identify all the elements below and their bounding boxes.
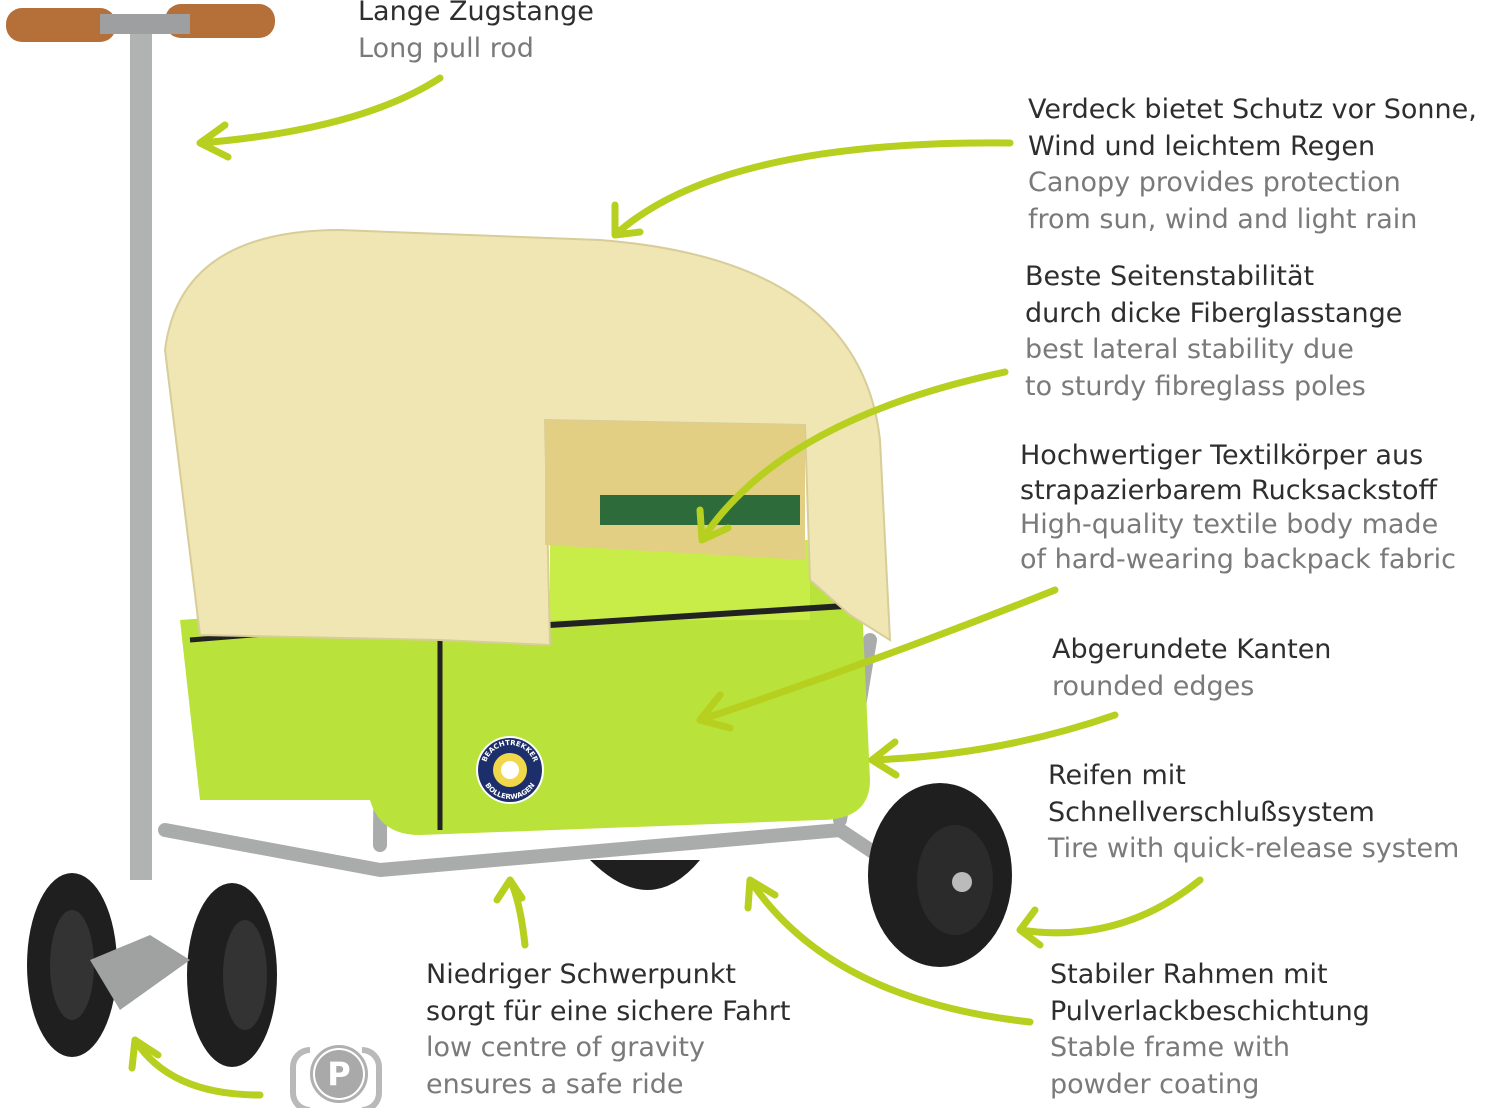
callout-english: of hard-wearing backpack fabric	[1020, 543, 1456, 575]
callout-german: sorgt für eine sichere Fahrt	[426, 995, 791, 1027]
arrow-quick-release	[1016, 876, 1204, 949]
arrow-textile-body	[696, 586, 1059, 732]
front-right-wheel	[187, 883, 277, 1067]
front-left-wheel	[27, 873, 117, 1057]
callout-german: Pulverlackbeschichtung	[1050, 995, 1370, 1027]
callout-german: Lange Zugstange	[358, 0, 594, 27]
callout-english: Long pull rod	[358, 32, 534, 64]
callout-textile-body: Hochwertiger Textilkörper aus strapazier…	[1020, 439, 1456, 577]
callout-english: low centre of gravity	[426, 1032, 705, 1063]
arrow-canopy	[611, 139, 1014, 239]
callout-english: from sun, wind and light rain	[1028, 203, 1418, 235]
callout-english: rounded edges	[1052, 670, 1255, 702]
callout-german: durch dicke Fiberglasstange	[1025, 297, 1403, 329]
arrow-frame	[744, 876, 1034, 1026]
callout-english: ensures a safe ride	[426, 1068, 684, 1100]
callout-rounded-edges: Abgerundete Kanten rounded edges	[1052, 632, 1331, 705]
callout-german: Wind und leichtem Regen	[1028, 130, 1376, 162]
beachtrekker-logo: BEACHTREKKER BOLLERWAGEN	[476, 736, 544, 804]
callout-pull-rod: Lange Zugstange Long pull rod	[358, 0, 594, 67]
callout-german: Beste Seitenstabilität	[1025, 261, 1315, 292]
callout-english: Canopy provides protection	[1028, 167, 1401, 198]
callout-german: Abgerundete Kanten	[1052, 634, 1332, 665]
callout-english: to sturdy fibreglass poles	[1025, 370, 1366, 402]
callout-english: Tire with quick-release system	[1048, 833, 1460, 864]
parking-symbol: P	[315, 1050, 363, 1098]
callout-fibreglass: Beste Seitenstabilität durch dicke Fiber…	[1025, 259, 1402, 405]
callout-english: best lateral stability due	[1025, 334, 1354, 365]
canopy	[163, 228, 892, 647]
callout-german: strapazierbarem Rucksackstoff	[1020, 474, 1438, 506]
callout-english: Stable frame with	[1050, 1032, 1291, 1063]
callout-german: Verdeck bietet Schutz vor Sonne,	[1028, 94, 1477, 125]
callout-frame: Stabiler Rahmen mit Pulverlackbeschichtu…	[1050, 957, 1370, 1103]
callout-german: Niedriger Schwerpunkt	[426, 959, 736, 990]
callout-center-of-gravity: Niedriger Schwerpunkt sorgt für eine sic…	[426, 957, 790, 1103]
callout-english: powder coating	[1050, 1068, 1260, 1100]
callout-german: Schnellverschlußsystem	[1048, 796, 1375, 828]
callout-german: Stabiler Rahmen mit	[1050, 959, 1328, 990]
callout-english: High-quality textile body made	[1020, 509, 1439, 540]
callout-german: Hochwertiger Textilkörper aus	[1020, 440, 1424, 471]
arrow-center-of-gravity	[493, 876, 529, 949]
steering-bracket	[90, 935, 190, 1010]
left-handle-grip	[6, 8, 116, 42]
callout-german: Reifen mit	[1048, 760, 1186, 791]
pull-rod	[6, 4, 275, 880]
rear-wheel-quick-release	[868, 783, 1012, 967]
arrow-brake	[128, 1036, 264, 1099]
rear-left-wheel	[590, 860, 700, 890]
callout-canopy: Verdeck bietet Schutz vor Sonne, Wind un…	[1028, 92, 1477, 238]
callout-quick-release: Reifen mit Schnellverschlußsystem Tire w…	[1048, 758, 1459, 868]
right-handle-grip	[165, 4, 275, 38]
arrow-rounded-edges	[868, 711, 1119, 779]
arrow-fibreglass	[696, 368, 1009, 544]
arrow-pull-rod	[196, 74, 444, 161]
callout-arrows	[128, 74, 1204, 1099]
parking-brake-icon: P	[290, 1043, 382, 1108]
